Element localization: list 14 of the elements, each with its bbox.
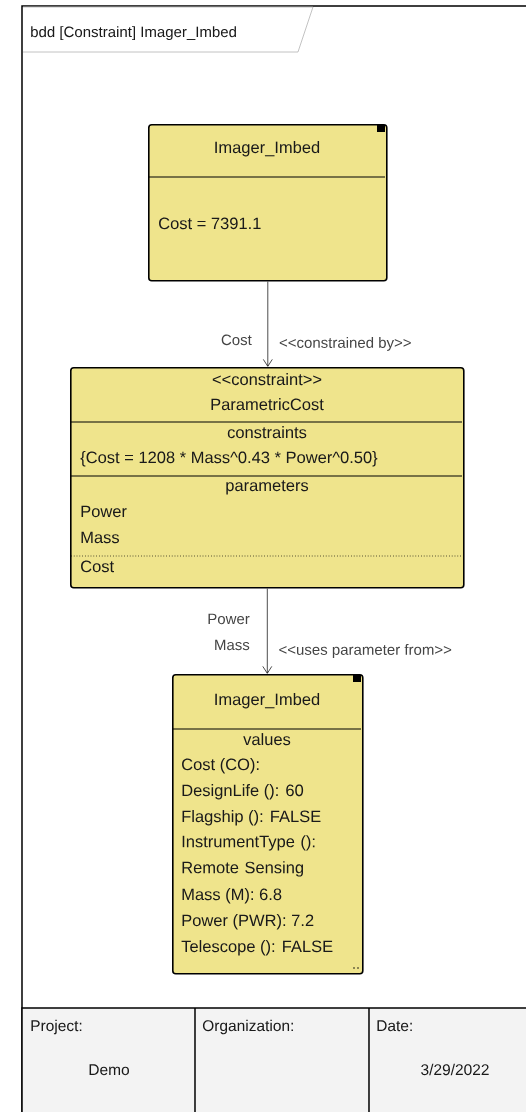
table-cell-text: Organization: [202, 1019, 293, 1035]
arrow [262, 281, 273, 367]
table-cell-text: Project: [31, 1019, 82, 1035]
role-label: Cost [221, 334, 252, 346]
block-box: Imager_Imbed values Cost (CO): DesignLife (): 60 Flagship (): FALSE InstrumentType (): Remote Sensing Mass (M): 6.8 Power (PWR): 7.2 Telescope (): FALSE [172, 674, 364, 975]
block-box: <<constraint>> ParametricCost constraints {Cost = 1208 * Mass^0.43 * Power^0.50} parameters Power Mass Cost [70, 367, 465, 589]
table-cell-text: Demo [89, 1064, 129, 1076]
table-cell-text: 3/29/2022 [421, 1063, 489, 1076]
table-cell-text: Date: [377, 1020, 412, 1032]
role-label: Power [208, 613, 250, 625]
arrow [262, 588, 273, 674]
role-label: Mass [215, 639, 250, 651]
block-box: Imager_Imbed Cost = 7391.1 [148, 124, 388, 282]
frame-title-tab: bdd [Constraint] Imager_Imbed [22, 6, 314, 53]
